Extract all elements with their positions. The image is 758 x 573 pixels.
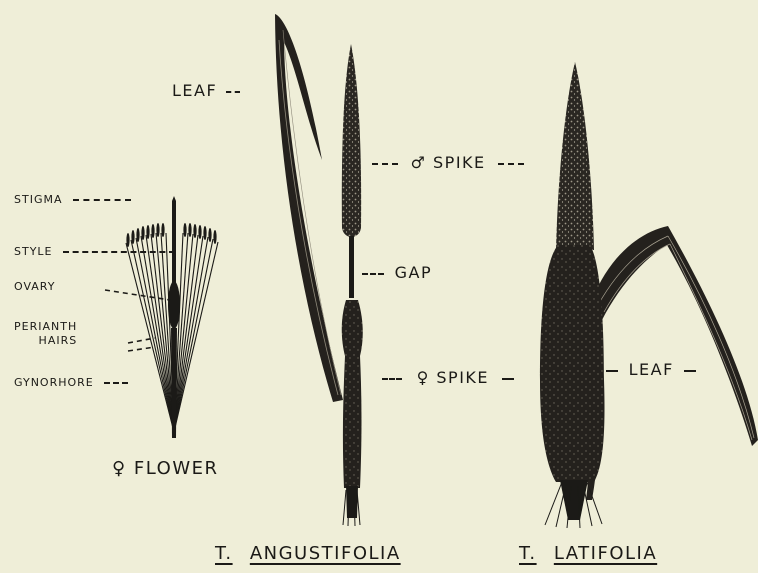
label-stigma: STIGMA <box>14 193 131 206</box>
hair-tips <box>126 223 216 247</box>
flower-title: ♀ FLOWER <box>112 458 219 479</box>
gap-text: GAP <box>395 263 433 282</box>
label-gynophore: GYNORHORE <box>14 376 128 389</box>
male-spike-text: ♂ SPIKE <box>411 153 486 172</box>
leader-lines <box>105 290 170 351</box>
latifolia-leaf-leader-left <box>606 370 618 372</box>
angustifolia-male-spike <box>342 44 361 237</box>
hairs-text: HAIRS <box>27 334 78 347</box>
label-female-spike: ♀ SPIKE <box>382 368 514 387</box>
latifolia-leaf-text: LEAF <box>629 360 674 379</box>
label-leaf-latifolia: LEAF <box>606 360 696 379</box>
angustifolia-leaf <box>275 14 343 402</box>
species-latifolia: T. LATIFOLIA <box>519 543 657 564</box>
genus-latifolia: T. <box>519 543 537 564</box>
style-leader <box>63 251 175 253</box>
ovary <box>168 281 180 329</box>
genus-angustifolia: T. <box>215 543 233 564</box>
gynophore-leader <box>104 382 128 384</box>
species-angustifolia: T. ANGUSTIFOLIA <box>215 543 401 564</box>
stigma-leader <box>73 199 131 201</box>
label-ovary: OVARY <box>14 280 55 293</box>
label-gap: GAP <box>362 263 432 282</box>
gynophore-text: GYNORHORE <box>14 376 94 389</box>
label-male-spike: ♂ SPIKE <box>372 153 524 172</box>
species-name-latifolia: LATIFOLIA <box>554 543 657 564</box>
label-leaf-angustifolia: LEAF <box>172 81 240 100</box>
stigma-text: STIGMA <box>14 193 63 206</box>
species-name-angustifolia: ANGUSTIFOLIA <box>250 543 401 564</box>
angustifolia-plant <box>275 14 363 526</box>
label-perianth-hairs: PERIANTH HAIRS <box>14 320 77 348</box>
gap-leader <box>362 273 384 275</box>
latifolia-plant <box>540 62 758 528</box>
perianth-text: PERIANTH <box>14 320 77 333</box>
latifolia-female-spike <box>540 245 605 482</box>
leaf-text: LEAF <box>172 81 217 100</box>
leaf-leader <box>226 91 240 93</box>
female-spike-text: ♀ SPIKE <box>417 368 489 387</box>
female-spike-leader-left <box>382 378 402 380</box>
ovary-text: OVARY <box>14 280 55 293</box>
style-text: STYLE <box>14 245 53 258</box>
latifolia-leaf-leader-right <box>684 370 696 372</box>
male-spike-leader-left <box>372 163 398 165</box>
male-spike-leader-right <box>498 163 524 165</box>
latifolia-leaf <box>592 226 758 446</box>
latifolia-male-spike <box>556 62 594 250</box>
style <box>172 196 176 290</box>
female-flower <box>126 196 218 438</box>
angustifolia-female-spike <box>342 300 363 488</box>
angustifolia-gap-stem <box>349 236 354 298</box>
label-style: STYLE <box>14 245 175 258</box>
gynophore <box>171 328 177 438</box>
female-spike-leader-right <box>502 378 514 380</box>
